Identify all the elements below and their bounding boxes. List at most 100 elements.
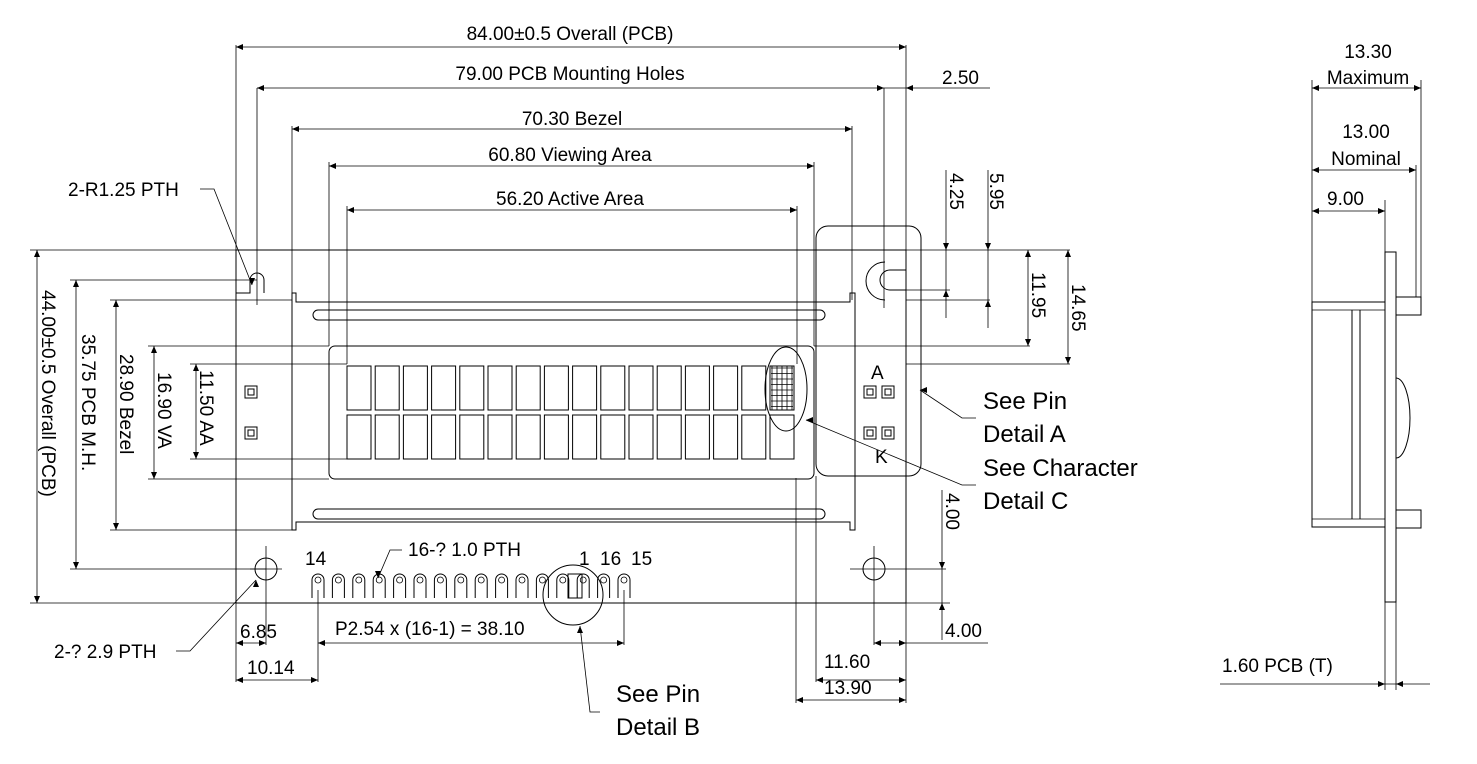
callout-r-pth: 2-R1.25 PTH [68, 180, 179, 201]
pin-row [311, 573, 631, 599]
left-dimension-lines [30, 249, 347, 604]
arrowhead [1065, 250, 1071, 257]
callout-pin-pth: 16-? 1.0 PTH [408, 540, 521, 561]
side-dim-max-label: Maximum [1327, 68, 1409, 89]
character-cell [431, 414, 457, 460]
character-cell [543, 365, 569, 411]
dim-bezel-height: 28.90 Bezel [115, 354, 136, 454]
arrowhead [1025, 339, 1031, 346]
arrowhead [899, 697, 906, 703]
pin-hole [334, 576, 342, 584]
pin-pad [556, 573, 570, 598]
arrowhead [253, 580, 259, 587]
arrowhead [1065, 357, 1071, 364]
dim-5-95: 5.95 [985, 173, 1006, 210]
arrowhead [73, 562, 79, 569]
arrowhead [34, 250, 40, 257]
character-cell [684, 365, 710, 411]
backlight-block [815, 225, 922, 477]
arrowhead [236, 44, 243, 50]
character-cell [600, 414, 626, 460]
character-cell [346, 414, 372, 460]
arrowhead [347, 207, 354, 213]
bottom-dimension-lines [236, 590, 625, 682]
character-cell [402, 365, 428, 411]
dim-mounting-holes-width: 79.00 PCB Mounting Holes [455, 64, 684, 85]
side-dim-9-00: 9.00 [1327, 189, 1364, 210]
pin-hole [498, 576, 506, 584]
pin-hole [457, 576, 465, 584]
dim-aa-height: 11.50 AA [195, 370, 216, 446]
viewing-area [328, 162, 815, 480]
mounting-slot-right [865, 88, 906, 308]
character-cell [459, 365, 485, 411]
pin-hole [314, 576, 322, 584]
arrowhead [796, 697, 803, 703]
dim-overall-height: 44.00±0.5 Overall (PCB) [37, 290, 58, 497]
character-cell [656, 414, 682, 460]
character-cell [600, 365, 626, 411]
dim-10-14: 10.14 [247, 658, 295, 679]
arrowhead [1312, 85, 1319, 91]
pin-pad [331, 573, 345, 598]
dim-14-65: 14.65 [1067, 284, 1088, 332]
character-cell [487, 414, 513, 460]
character-cell [346, 365, 372, 411]
dim-hole-offset: 2.50 [942, 68, 979, 89]
top-dimensions [236, 46, 990, 211]
pin-pad [433, 573, 447, 598]
arrowhead [1025, 250, 1031, 257]
dim-mounting-holes-height: 35.75 PCB M.H. [77, 334, 98, 471]
character-cell [487, 365, 513, 411]
character-cell [572, 365, 598, 411]
side-view [1220, 80, 1430, 690]
character-cell [713, 365, 739, 411]
pin-pad [495, 573, 509, 598]
arrowhead [1378, 681, 1385, 687]
character-cell [741, 414, 767, 460]
pin-label-1: 1 [579, 549, 590, 570]
arrowhead [375, 571, 381, 578]
arrowhead [259, 640, 266, 646]
character-cell [374, 414, 400, 460]
dim-4-25: 4.25 [945, 173, 966, 210]
pin-hole [518, 576, 526, 584]
pin-label-14: 14 [305, 549, 327, 570]
arrowhead [874, 640, 881, 646]
character-cell [402, 414, 428, 460]
arrowhead [151, 346, 157, 353]
pin-pad [597, 573, 611, 598]
pin-hole [620, 576, 628, 584]
arrowhead [906, 85, 913, 91]
arrowhead [943, 290, 949, 297]
side-dim-nom-label: Nominal [1331, 149, 1401, 170]
arrowhead [236, 677, 243, 683]
side-dim-nom-value: 13.00 [1342, 122, 1390, 143]
arrowhead [1312, 208, 1319, 214]
character-cell [628, 365, 654, 411]
dim-viewing-area-width: 60.80 Viewing Area [488, 145, 652, 166]
pin-label-15: 15 [631, 549, 652, 570]
pin-hole [396, 576, 404, 584]
mounting-hole-bottom-right [850, 546, 946, 645]
dim-overall-width: 84.00±0.5 Overall (PCB) [467, 24, 674, 45]
arrowhead [806, 417, 813, 423]
arrowhead [151, 472, 157, 479]
pin-hole [436, 576, 444, 584]
character-cell [769, 414, 795, 460]
dim-11-95: 11.95 [1027, 272, 1048, 318]
character-cell [713, 414, 739, 460]
arrowhead [1378, 208, 1385, 214]
dim-active-area-width: 56.20 Active Area [496, 189, 644, 210]
character-cell [515, 365, 541, 411]
arrowhead [920, 387, 927, 393]
callout-hole-pth: 2-? 2.9 PTH [54, 642, 156, 663]
arrowhead [1414, 85, 1421, 91]
arrowhead [899, 44, 906, 50]
right-dimension-lines [795, 170, 1070, 703]
detail-c-ellipse [764, 346, 808, 432]
pin-label-16: 16 [600, 549, 621, 570]
pin-hole [539, 576, 546, 584]
character-cell [515, 414, 541, 460]
